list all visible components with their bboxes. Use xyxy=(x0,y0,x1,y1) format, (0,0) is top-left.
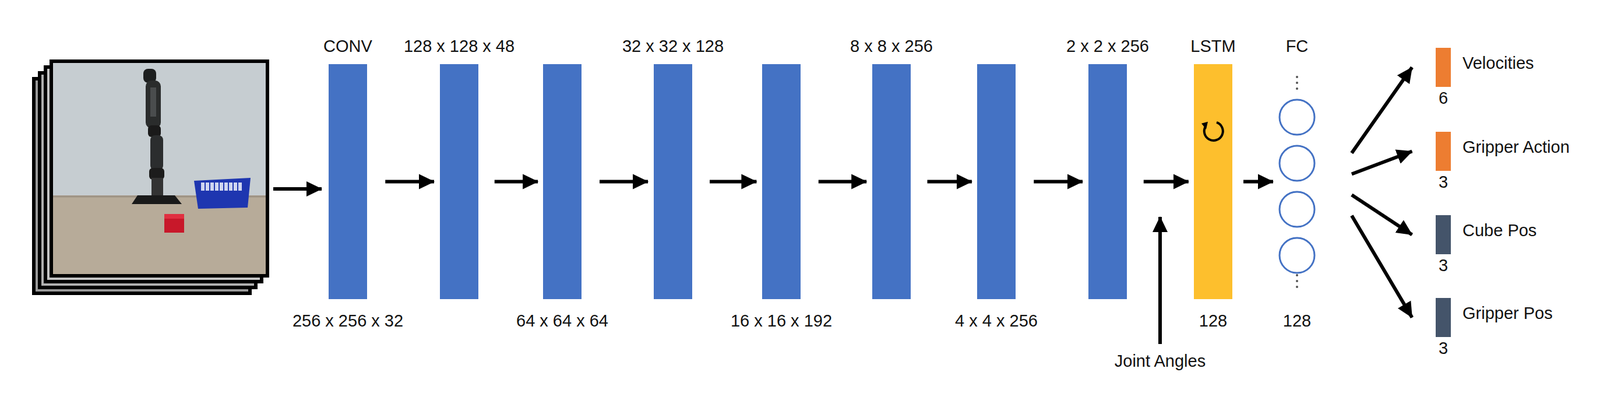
output-size: 3 xyxy=(1438,255,1448,276)
input-label: Joint Angles xyxy=(1114,350,1206,371)
layer-label: 2 x 2 x 256 xyxy=(1066,36,1150,56)
output-size: 3 xyxy=(1438,171,1448,192)
conv-layer: 2 x 2 x 256 xyxy=(1088,64,1127,299)
conv-layer: 32 x 32 x 128 xyxy=(653,64,693,299)
flow-arrow xyxy=(599,180,648,184)
conv-layer: 16 x 16 x 192 xyxy=(762,64,801,299)
input-arrow xyxy=(273,187,322,191)
layer-label: 8 x 8 x 256 xyxy=(850,36,933,56)
layer-label: 32 x 32 x 128 xyxy=(622,36,724,56)
layer-label: 4 x 4 x 256 xyxy=(954,310,1038,331)
output-name: Gripper Action xyxy=(1462,136,1570,157)
layer-label: 128 xyxy=(1283,310,1311,331)
output-name: Cube Pos xyxy=(1462,220,1537,241)
conv-layer: 4 x 4 x 256 xyxy=(977,64,1016,299)
layer-label: 256 x 256 x 32 xyxy=(292,310,404,331)
layer-label: 128 x 128 x 48 xyxy=(403,36,515,56)
flow-arrow xyxy=(709,180,757,184)
layer-label: 64 x 64 x 64 xyxy=(516,310,609,331)
output-name: Velocities xyxy=(1462,53,1535,73)
joint-angle-arrow xyxy=(1158,216,1162,344)
output-size: 6 xyxy=(1438,87,1448,108)
layer-label: 16 x 16 x 192 xyxy=(730,310,833,331)
layer-label: 128 xyxy=(1199,310,1228,331)
flow-arrow xyxy=(927,180,972,184)
flow-arrow xyxy=(385,180,435,184)
output-box: Gripper Action3 xyxy=(1435,131,1451,171)
flow-arrow xyxy=(1143,180,1189,184)
layer-label: CONV xyxy=(323,36,373,56)
conv-layer: CONV256 x 256 x 32 xyxy=(328,64,368,299)
output-box: Gripper Pos3 xyxy=(1435,297,1451,337)
conv-layer: 8 x 8 x 256 xyxy=(872,64,911,299)
flow-arrow xyxy=(818,180,867,184)
conv-layer: 128 x 128 x 48 xyxy=(439,64,479,299)
layer-label: LSTM xyxy=(1190,36,1236,56)
input-image-stack xyxy=(33,61,268,294)
flow-arrow xyxy=(494,180,538,184)
flow-arrow xyxy=(1243,180,1274,184)
output-box: Velocities6 xyxy=(1435,47,1451,87)
conv-layer: 64 x 64 x 64 xyxy=(543,64,582,299)
neuron-column xyxy=(1276,64,1318,299)
flow-arrow xyxy=(1033,180,1083,184)
recurrence-symbol xyxy=(1193,64,1233,299)
output-box: Cube Pos3 xyxy=(1435,215,1451,255)
flow-arrow xyxy=(1351,67,1413,154)
layer-label: FC xyxy=(1285,36,1309,56)
flow-arrow xyxy=(1351,151,1413,175)
lstm-layer: LSTM128 xyxy=(1193,64,1233,299)
output-size: 3 xyxy=(1438,337,1448,358)
fc-layer: FC128 xyxy=(1276,64,1318,299)
flow-arrow xyxy=(1351,215,1413,318)
output-name: Gripper Pos xyxy=(1462,302,1553,323)
